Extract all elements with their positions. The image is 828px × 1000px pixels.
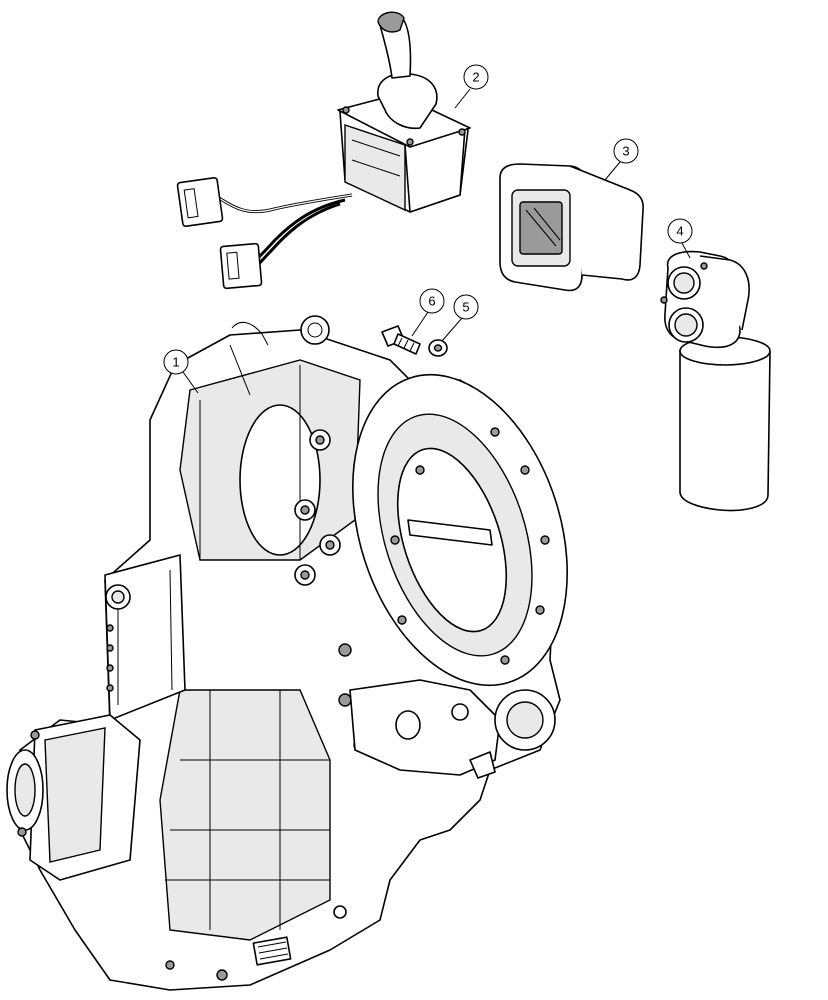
callout-5: 5 — [441, 294, 479, 342]
callout-1: 1 — [163, 349, 199, 394]
joystick-control[interactable] — [176, 11, 471, 290]
callout-6: 6 — [411, 288, 445, 337]
transmission[interactable] — [6, 315, 605, 991]
callout-label: 2 — [472, 70, 479, 85]
washer[interactable] — [428, 339, 448, 357]
filter-element[interactable] — [499, 163, 644, 292]
oil-filter-assembly[interactable] — [660, 250, 771, 512]
callout-label: 4 — [676, 224, 683, 239]
callout-label: 3 — [622, 144, 629, 159]
callout-4: 4 — [667, 218, 693, 259]
callout-label: 5 — [462, 300, 469, 315]
bolt[interactable] — [381, 325, 421, 355]
callout-label: 1 — [172, 355, 179, 370]
callout-2: 2 — [454, 64, 489, 109]
callout-3: 3 — [604, 138, 639, 181]
callout-label: 6 — [428, 294, 435, 309]
